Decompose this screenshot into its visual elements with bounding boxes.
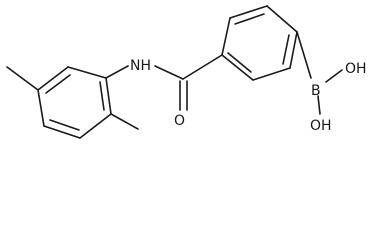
bond <box>221 17 231 56</box>
bond-carbonyl-nitrogen <box>154 65 184 80</box>
hydroxyl-bottom-label: OH <box>310 118 332 134</box>
bond-ring-boron <box>296 31 312 79</box>
molecule-structure: B OH OH NH O <box>6 5 367 139</box>
boron-atom-label: B <box>311 83 321 99</box>
bond <box>79 113 112 139</box>
bond-nitrogen-ring <box>105 65 129 79</box>
bond-ring-carbonyl <box>182 54 223 80</box>
double-bond-inner <box>227 52 252 73</box>
bond <box>266 5 298 33</box>
bond <box>221 54 254 81</box>
bond <box>289 31 298 69</box>
bond <box>37 66 69 91</box>
oxygen-atom-label: O <box>174 113 185 129</box>
hydroxyl-top-label: OH <box>345 61 367 77</box>
double-bond-inner <box>99 81 105 111</box>
bond <box>229 5 268 19</box>
double-bond-inner <box>282 34 290 65</box>
bond <box>67 66 107 79</box>
methyl-bond-right <box>110 113 139 130</box>
double-bond-inner <box>49 119 80 131</box>
methyl-groups <box>6 66 139 130</box>
nitrogen-atom-label: NH <box>130 58 151 74</box>
bond-boron-oh-top <box>325 69 343 83</box>
boronic-acid-group: B OH OH <box>296 31 367 134</box>
bond <box>105 77 112 115</box>
bond-boron-oh-bottom <box>317 95 321 115</box>
bond <box>37 89 45 127</box>
methyl-bond-left <box>6 66 39 91</box>
double-bond-inner <box>234 13 265 25</box>
bond <box>252 67 291 81</box>
left-benzene-ring <box>37 65 129 139</box>
double-bond-inner <box>45 74 71 94</box>
right-benzene-ring <box>221 5 298 81</box>
structure-canvas: B OH OH NH O <box>6 5 367 139</box>
bond <box>43 125 81 139</box>
amide-group: NH O <box>130 54 223 129</box>
